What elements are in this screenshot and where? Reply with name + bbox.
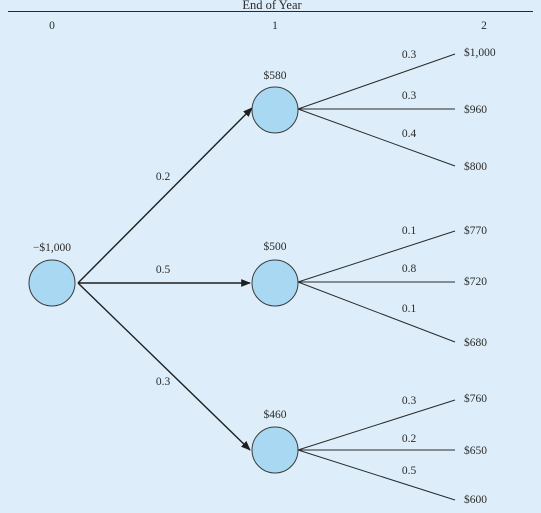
outcome-value-2-1: $770	[464, 224, 487, 237]
outcome-value-2-2: $720	[464, 275, 487, 288]
year1-node-1	[251, 86, 299, 134]
branch-prob-2: 0.5	[156, 264, 171, 276]
node-value-3: $460	[264, 408, 287, 421]
outcome-line-2-3	[297, 281, 456, 343]
outcome-line-2-1	[297, 230, 456, 283]
branch-prob-3: 0.3	[156, 376, 171, 388]
outcome-prob-2-3: 0.1	[402, 303, 417, 315]
outcome-prob-2-1: 0.1	[402, 225, 417, 237]
outcome-prob-3-3: 0.5	[402, 465, 417, 477]
outcome-line-3-1	[297, 399, 456, 451]
outcome-line-1-3	[297, 108, 456, 167]
outcome-value-3-1: $760	[464, 392, 487, 405]
outcome-value-1-2: $960	[464, 103, 487, 116]
outcome-value-3-3: $600	[464, 493, 487, 506]
outcome-prob-1-1: 0.3	[402, 49, 417, 61]
period-label-0: 0	[49, 20, 55, 32]
branch-prob-1: 0.2	[156, 171, 171, 183]
header-title: End of Year	[242, 0, 302, 12]
outcome-line-3-3	[297, 449, 456, 501]
root-node	[28, 259, 76, 307]
period-label-2: 2	[481, 20, 487, 32]
outcome-value-3-2: $650	[464, 444, 487, 457]
outcome-value-1-3: $800	[464, 160, 487, 173]
outcome-value-1-1: $1,000	[464, 46, 496, 59]
outcome-prob-1-3: 0.4	[402, 128, 417, 140]
node-value-1: $580	[264, 69, 287, 82]
outcome-prob-3-1: 0.3	[402, 395, 417, 407]
root-node-value: −$1,000	[33, 241, 71, 254]
outcome-prob-3-2: 0.2	[402, 433, 417, 445]
year1-node-2	[251, 259, 299, 307]
branch-arrow-1	[77, 107, 253, 284]
outcome-prob-1-2: 0.3	[402, 90, 417, 102]
node-value-2: $500	[264, 240, 287, 253]
outcome-value-2-3: $680	[464, 336, 487, 349]
period-label-1: 1	[272, 20, 278, 32]
outcome-line-1-1	[297, 53, 456, 110]
year1-node-3	[251, 426, 299, 474]
branch-arrow-3	[77, 282, 251, 451]
outcome-prob-2-2: 0.8	[402, 263, 417, 275]
